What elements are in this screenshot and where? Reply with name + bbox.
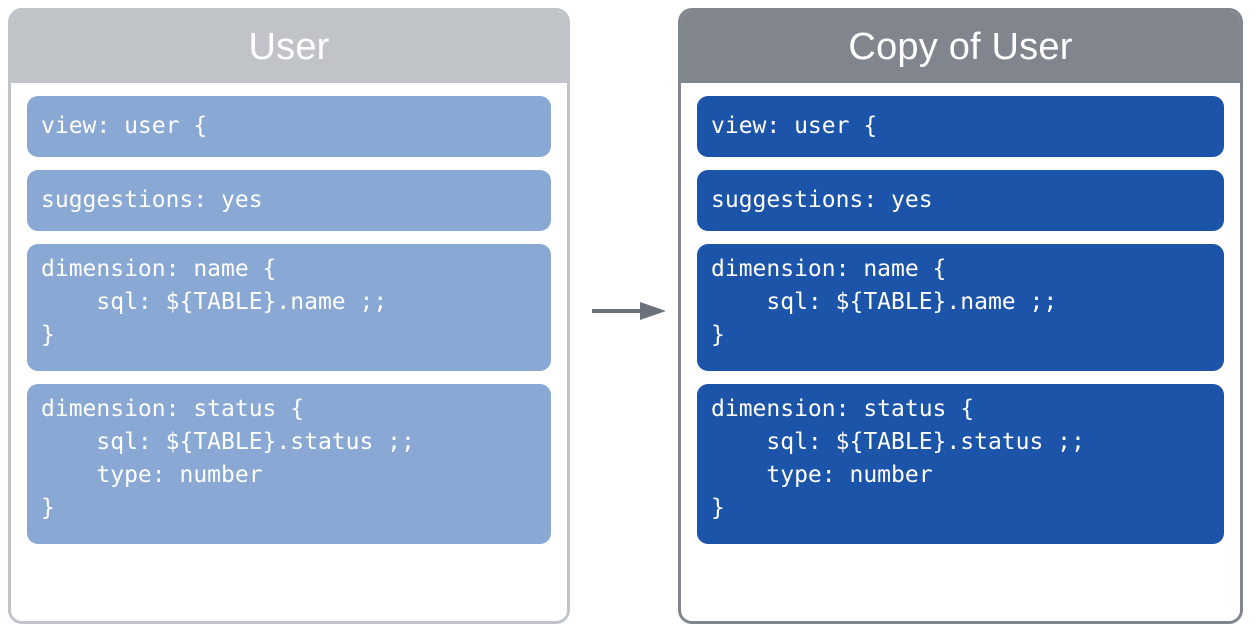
source-block-dimension-name: dimension: name { sql: ${TABLE}.name ;; … <box>27 244 551 371</box>
source-panel-body: view: user { suggestions: yes dimension:… <box>11 83 567 621</box>
copy-panel-body: view: user { suggestions: yes dimension:… <box>681 83 1240 621</box>
source-panel: User view: user { suggestions: yes dimen… <box>8 8 570 624</box>
copy-block-dimension-name: dimension: name { sql: ${TABLE}.name ;; … <box>697 244 1224 371</box>
copy-block-dimension-status: dimension: status { sql: ${TABLE}.status… <box>697 384 1224 544</box>
copy-panel-title: Copy of User <box>848 26 1073 68</box>
source-block-view-declaration: view: user { <box>27 96 551 157</box>
source-panel-header: User <box>11 11 567 83</box>
source-block-suggestions-setting: suggestions: yes <box>27 170 551 231</box>
source-block-dimension-status: dimension: status { sql: ${TABLE}.status… <box>27 384 551 544</box>
source-panel-title: User <box>248 26 330 68</box>
copy-block-suggestions-setting: suggestions: yes <box>697 170 1224 231</box>
copy-block-view-declaration: view: user { <box>697 96 1224 157</box>
copy-panel: Copy of User view: user { suggestions: y… <box>678 8 1243 624</box>
copy-panel-header: Copy of User <box>681 11 1240 83</box>
right-arrow-icon <box>592 300 666 322</box>
